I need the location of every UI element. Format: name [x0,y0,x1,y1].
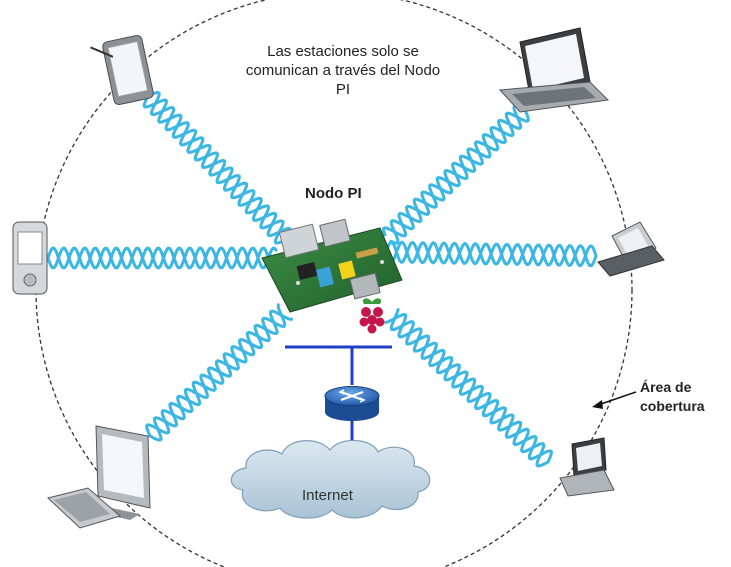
pda-icon [12,221,48,295]
coverage-area-label: Área de cobertura [640,378,705,416]
helix-strand-2 [46,246,278,270]
laptop-icon [498,27,610,113]
helix-strand-2 [146,90,292,238]
tablet-icon [90,34,154,106]
coverage-boundary [35,0,633,567]
helix-strand-1 [142,94,285,245]
internet-label: Internet [302,487,353,504]
raspberry-pi-board [261,218,403,313]
link-netbook [384,308,553,468]
internet-cloud [230,439,431,519]
helix-strand-2 [384,312,550,468]
link-pda [46,246,278,270]
helix-strand-1 [386,240,598,268]
link-laptop [381,104,530,245]
helix-strand-1 [46,246,278,270]
helix-strand-1 [148,303,287,442]
coverage-label-line-1: Área de [640,379,692,395]
helix-strand-2 [386,240,598,268]
helix-strand-2 [381,108,530,238]
node-title: Nodo PI [305,185,362,202]
raspberry-logo-icon [359,298,385,334]
coverage-arrow [592,391,637,409]
helix-strand-2 [145,309,294,438]
link-flip-phone [386,240,598,268]
diagram-note: Las estaciones solo se comunican a travé… [245,43,441,98]
flip-phone-icon [597,221,665,277]
netbook-icon [559,437,615,497]
coverage-label-line-2: cobertura [640,398,705,414]
router-icon [324,386,380,421]
link-desktop [145,303,294,442]
desktop-computer-icon [46,425,151,529]
link-tablet [142,90,292,245]
wireless-links [46,90,598,468]
helix-strand-1 [389,308,553,464]
